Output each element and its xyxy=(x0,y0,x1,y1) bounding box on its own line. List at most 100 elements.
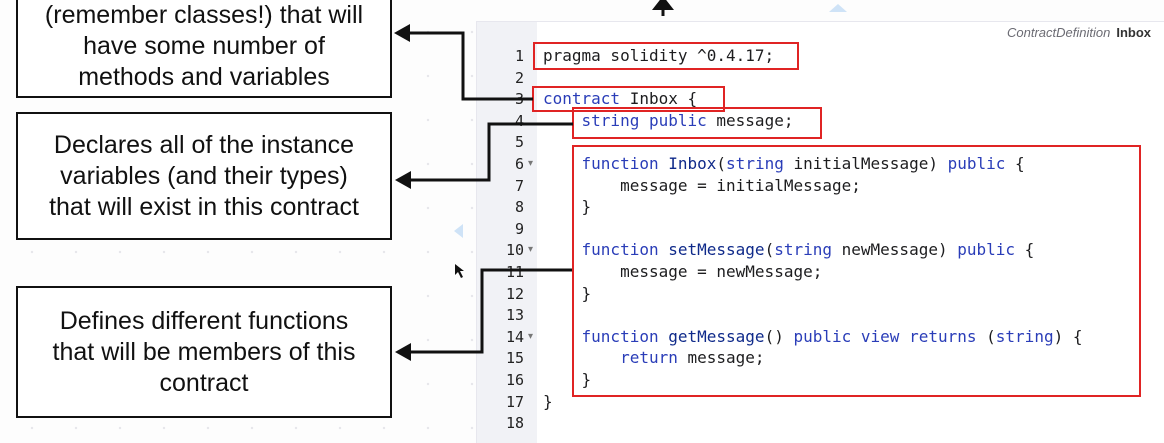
connector-functions xyxy=(408,268,572,354)
contract-name: Inbox xyxy=(1116,25,1151,40)
line-number: 16 xyxy=(505,371,524,389)
code-text: { xyxy=(1015,240,1035,260)
fold-toggle-icon[interactable]: ▾ xyxy=(528,244,534,256)
code-keyword: returns xyxy=(909,326,977,346)
code-text: Inbox { xyxy=(620,89,698,109)
code-keyword: return xyxy=(620,348,678,368)
code-keyword: function xyxy=(581,154,659,173)
up-arrow-head xyxy=(652,0,674,10)
code-line: function Inbox(string initialMessage) pu… xyxy=(543,153,1025,175)
code-keyword: function xyxy=(581,326,659,346)
code-line: function setMessage(string newMessage) p… xyxy=(543,239,1035,261)
line-number: 2 xyxy=(514,68,524,87)
code-line: } xyxy=(543,283,592,305)
code-text: message; xyxy=(677,348,765,368)
code-text: { xyxy=(1005,154,1025,173)
line-number: 18 xyxy=(505,414,524,433)
code-line: message = newMessage; xyxy=(543,261,822,283)
code-text: } xyxy=(543,370,592,389)
code-line: } xyxy=(543,391,553,413)
line-number: 15 xyxy=(505,349,524,368)
code-line: message = initialMessage; xyxy=(543,175,861,197)
code-text: } xyxy=(543,391,553,411)
code-keyword: string xyxy=(726,154,784,173)
code-text: ( xyxy=(764,240,775,260)
code-keyword: view xyxy=(860,326,900,346)
line-number: 1 xyxy=(514,47,524,65)
callout-line: contract xyxy=(159,368,249,397)
code-function-name: getMessage xyxy=(668,326,765,346)
file-name: ContractDefinition xyxy=(1007,25,1111,40)
code-keyword: function xyxy=(581,240,659,260)
fold-toggle-icon[interactable]: ▾ xyxy=(528,330,534,342)
code-text: message = initialMessage; xyxy=(543,175,861,195)
code-line: function getMessage() public view return… xyxy=(543,326,1083,348)
highlight-pragma xyxy=(533,42,799,70)
callout-line: variables (and their types) xyxy=(60,161,348,190)
line-number: 10 xyxy=(505,241,524,260)
code-keyword: public xyxy=(957,240,1016,260)
code-text: ( xyxy=(716,154,727,173)
callout-contract: (remember classes!) that will have some … xyxy=(16,0,392,98)
code-keyword: string xyxy=(995,326,1054,346)
code-text: message = newMessage; xyxy=(543,262,823,281)
callout-line: that will be members of this xyxy=(52,337,356,366)
callout-variables: Declares all of the instance variables (… xyxy=(16,112,392,240)
line-number: 12 xyxy=(505,284,524,303)
code-text: message; xyxy=(706,110,794,130)
code-line: pragma solidity ^0.4.17; xyxy=(543,45,774,67)
line-number-gutter xyxy=(477,22,537,443)
callout-line: have some number of xyxy=(83,31,325,60)
line-number: 14 xyxy=(505,327,524,346)
connector-contract xyxy=(406,31,533,101)
connector-variables xyxy=(408,122,573,182)
code-text: ) { xyxy=(1053,326,1083,346)
scroll-marker-up xyxy=(829,4,847,12)
arrow-head-functions xyxy=(395,343,411,361)
code-keyword: public xyxy=(947,154,1006,173)
highlight-functions xyxy=(572,145,1141,397)
line-number: 11 xyxy=(505,263,524,281)
line-number: 6 xyxy=(514,155,524,173)
code-function-name: setMessage xyxy=(668,240,765,260)
code-text: } xyxy=(543,283,592,303)
scroll-marker-left xyxy=(454,224,463,238)
callout-line: methods and variables xyxy=(78,62,330,91)
code-line: } xyxy=(543,196,592,218)
callout-line: (remember classes!) that will xyxy=(44,0,364,29)
line-number: 5 xyxy=(514,133,524,152)
code-line: contract Inbox { xyxy=(543,88,697,110)
code-line: } xyxy=(543,369,592,391)
code-keyword: string xyxy=(581,110,640,130)
callout-functions: Defines different functions that will be… xyxy=(16,286,392,418)
line-number: 8 xyxy=(514,198,524,217)
code-text: newMessage) xyxy=(832,240,958,260)
fold-toggle-icon[interactable]: ▾ xyxy=(528,158,534,169)
code-text: () xyxy=(764,326,794,346)
code-text: initialMessage) xyxy=(783,154,948,173)
callout-line: Defines different functions xyxy=(59,306,349,335)
code-keyword: string xyxy=(774,240,832,260)
code-keyword: contract xyxy=(543,89,621,109)
line-number: 4 xyxy=(514,111,524,130)
arrow-head-variables xyxy=(395,171,411,189)
line-number: 13 xyxy=(505,306,524,325)
code-keyword: public xyxy=(648,110,707,130)
line-number: 9 xyxy=(514,219,524,238)
code-line: string public message; xyxy=(543,110,794,132)
mouse-cursor-icon xyxy=(455,264,464,278)
line-number: 17 xyxy=(505,392,524,411)
code-keyword: public xyxy=(793,326,852,346)
code-line: return message; xyxy=(543,347,765,369)
code-function-name: Inbox xyxy=(668,154,717,173)
editor-title: ContractDefinition Inbox xyxy=(1007,25,1151,40)
callout-line: that will exist in this contract xyxy=(49,192,359,221)
callout-line: Declares all of the instance xyxy=(53,130,355,159)
code-text: ( xyxy=(976,326,996,346)
arrow-head-contract xyxy=(394,24,410,42)
line-number: 7 xyxy=(514,176,524,195)
code-text: } xyxy=(543,197,592,217)
code-text: pragma solidity ^0.4.17; xyxy=(543,46,775,65)
